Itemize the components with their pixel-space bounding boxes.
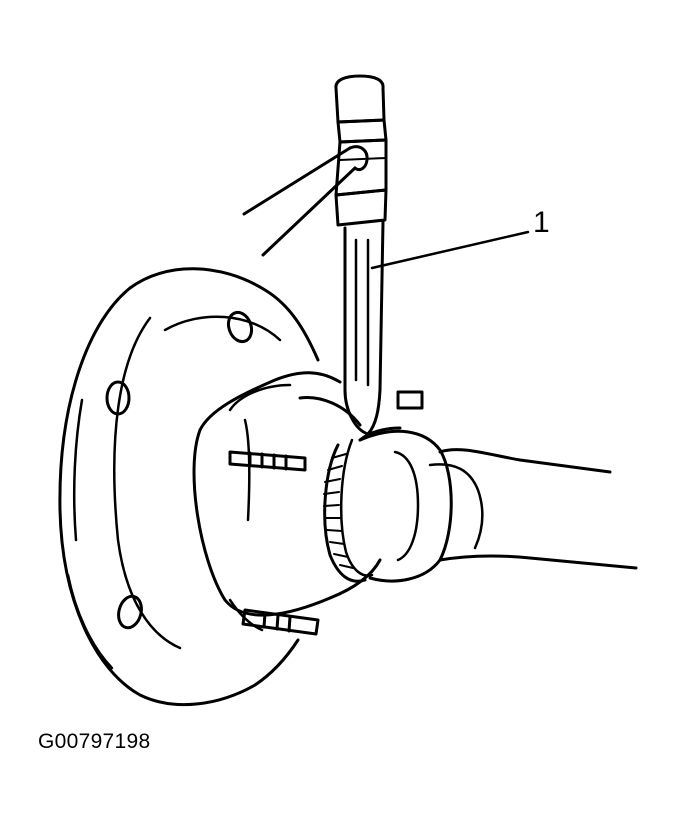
callout-label-1: 1 <box>533 206 550 239</box>
wheel-studs <box>230 392 422 634</box>
driver-tool <box>244 76 386 434</box>
toothed-ring <box>324 440 372 581</box>
hub-body <box>194 373 380 630</box>
axle-collar <box>360 428 451 581</box>
callout-leader <box>372 232 528 268</box>
figure-id: G00797198 <box>38 730 151 753</box>
axle-shaft <box>430 450 636 568</box>
hub-flange <box>60 269 318 705</box>
lug-holes <box>107 309 255 630</box>
